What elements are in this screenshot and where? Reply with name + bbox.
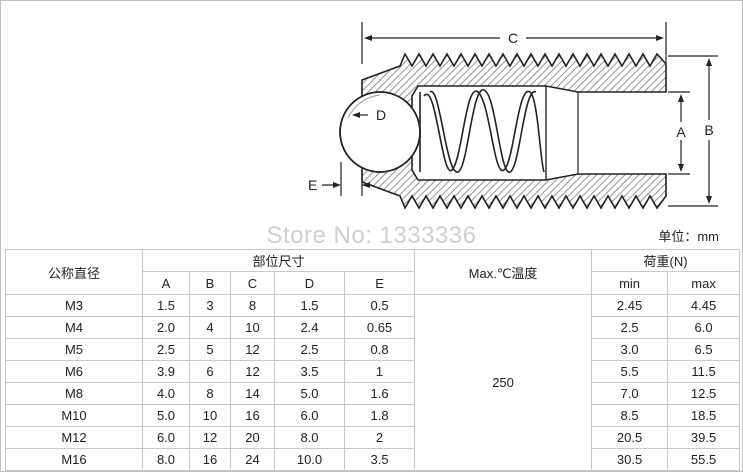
dim-cell-e: 0.65 xyxy=(343,316,416,339)
col-min: min xyxy=(591,271,669,295)
dim-cell-e: 1.8 xyxy=(343,404,416,427)
header-temperature: Max.℃温度 xyxy=(414,249,593,295)
dim-cell-b: 3 xyxy=(189,294,231,317)
ball-plunger-drawing: C D A B E xyxy=(308,22,718,210)
dim-cell-a: 2.0 xyxy=(142,316,190,339)
dim-cell-a: 1.5 xyxy=(142,294,190,317)
dim-label-a: A xyxy=(676,124,686,140)
dim-cell-b: 16 xyxy=(189,448,231,471)
size-cell: M16 xyxy=(5,448,143,471)
dim-cell-d: 10.0 xyxy=(274,448,345,471)
load-min-cell: 3.0 xyxy=(591,338,669,361)
dim-cell-d: 8.0 xyxy=(274,426,345,449)
load-max-cell: 4.45 xyxy=(667,294,741,317)
dim-cell-c: 8 xyxy=(230,294,275,317)
dim-cell-c: 16 xyxy=(230,404,275,427)
dim-cell-a: 3.9 xyxy=(142,360,190,383)
dim-cell-c: 20 xyxy=(230,426,275,449)
header-size: 公称直径 xyxy=(5,249,143,295)
dim-cell-d: 2.5 xyxy=(274,338,345,361)
load-min-cell: 20.5 xyxy=(591,426,669,449)
load-max-cell: 18.5 xyxy=(667,404,741,427)
load-max-cell: 55.5 xyxy=(667,448,741,471)
dim-cell-b: 4 xyxy=(189,316,231,339)
load-min-cell: 2.45 xyxy=(591,294,669,317)
store-watermark: Store No: 1333336 xyxy=(266,222,477,249)
dim-cell-c: 12 xyxy=(230,338,275,361)
load-min-cell: 2.5 xyxy=(591,316,669,339)
size-cell: M3 xyxy=(5,294,143,317)
header-load: 荷重(N) xyxy=(591,249,741,272)
size-cell: M6 xyxy=(5,360,143,383)
dim-cell-e: 1 xyxy=(343,360,416,383)
dim-cell-d: 1.5 xyxy=(274,294,345,317)
dim-cell-a: 6.0 xyxy=(142,426,190,449)
dim-cell-e: 0.5 xyxy=(343,294,416,317)
size-cell: M8 xyxy=(5,382,143,405)
dim-cell-c: 10 xyxy=(230,316,275,339)
header-dims: 部位尺寸 xyxy=(141,249,416,272)
size-cell: M10 xyxy=(5,404,143,427)
dim-cell-b: 12 xyxy=(189,426,231,449)
load-min-cell: 8.5 xyxy=(591,404,669,427)
temperature-cell: 250 xyxy=(414,294,593,471)
dim-cell-a: 2.5 xyxy=(142,338,190,361)
dim-cell-b: 6 xyxy=(189,360,231,383)
dim-cell-e: 2 xyxy=(343,426,416,449)
dim-label-d: D xyxy=(376,107,386,123)
dim-cell-b: 8 xyxy=(189,382,231,405)
dim-label-e: E xyxy=(308,177,317,193)
dim-cell-d: 2.4 xyxy=(274,316,345,339)
dim-cell-a: 4.0 xyxy=(142,382,190,405)
dim-cell-c: 12 xyxy=(230,360,275,383)
dim-cell-e: 0.8 xyxy=(343,338,416,361)
dim-label-b: B xyxy=(704,122,713,138)
spring xyxy=(419,89,545,173)
header-row-1: 公称直径 部位尺寸 Max.℃温度 荷重(N) xyxy=(5,249,741,295)
col-max: max xyxy=(667,271,741,295)
dim-label-c: C xyxy=(508,30,518,46)
unit-label: 单位：mm xyxy=(658,229,719,244)
col-b: B xyxy=(189,271,231,295)
dim-cell-d: 5.0 xyxy=(274,382,345,405)
load-min-cell: 5.5 xyxy=(591,360,669,383)
dim-cell-a: 5.0 xyxy=(142,404,190,427)
ball xyxy=(339,91,421,173)
load-min-cell: 7.0 xyxy=(591,382,669,405)
dim-cell-e: 1.6 xyxy=(343,382,416,405)
load-max-cell: 12.5 xyxy=(667,382,741,405)
threaded-body xyxy=(361,52,667,210)
spec-table: 公称直径 部位尺寸 Max.℃温度 荷重(N) A B C D E min ma… xyxy=(5,249,741,471)
dim-cell-e: 3.5 xyxy=(343,448,416,471)
col-c: C xyxy=(230,271,275,295)
load-max-cell: 11.5 xyxy=(667,360,741,383)
dim-cell-c: 24 xyxy=(230,448,275,471)
size-cell: M12 xyxy=(5,426,143,449)
dim-cell-c: 14 xyxy=(230,382,275,405)
load-max-cell: 6.5 xyxy=(667,338,741,361)
dim-cell-d: 6.0 xyxy=(274,404,345,427)
dim-cell-b: 5 xyxy=(189,338,231,361)
load-max-cell: 39.5 xyxy=(667,426,741,449)
dim-cell-d: 3.5 xyxy=(274,360,345,383)
load-max-cell: 6.0 xyxy=(667,316,741,339)
size-cell: M4 xyxy=(5,316,143,339)
dim-cell-a: 8.0 xyxy=(142,448,190,471)
load-min-cell: 30.5 xyxy=(591,448,669,471)
dim-cell-b: 10 xyxy=(189,404,231,427)
col-d: D xyxy=(274,271,345,295)
col-e: E xyxy=(343,271,416,295)
col-a: A xyxy=(142,271,190,295)
size-cell: M5 xyxy=(5,338,143,361)
